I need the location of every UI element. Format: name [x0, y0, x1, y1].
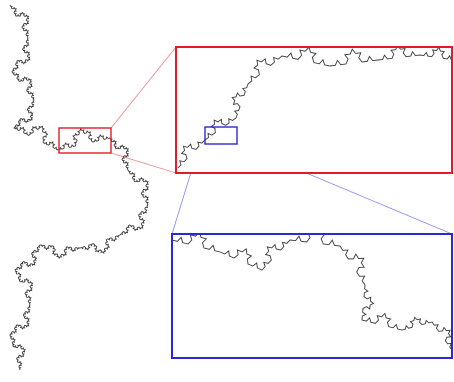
- zoom-connector-line: [111, 47, 176, 128]
- zoom-inset-1-background: [176, 47, 452, 173]
- koch-curve-main: [10, 5, 148, 370]
- zoom-source-box-1: [59, 128, 111, 153]
- zoom-connector-line: [111, 153, 176, 173]
- zoom-inset-2-background: [172, 234, 452, 358]
